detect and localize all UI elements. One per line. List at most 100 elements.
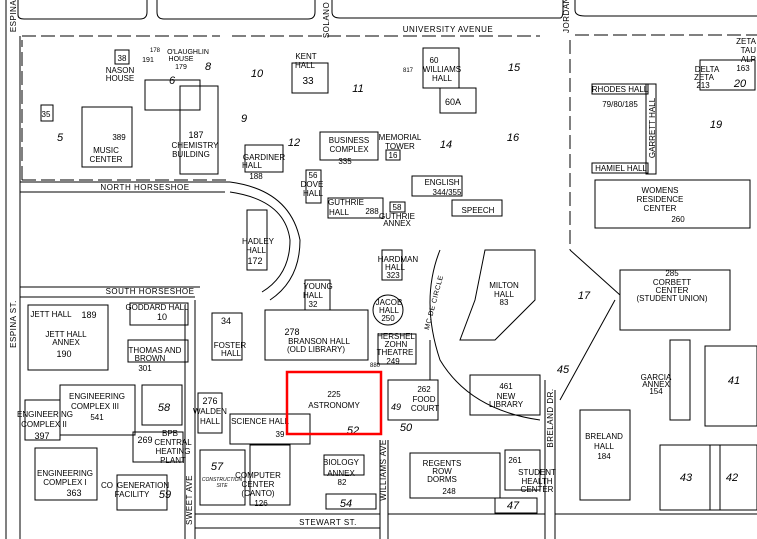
- label: HOUSE: [169, 56, 194, 63]
- label: ANNEX: [327, 469, 355, 478]
- label: ZETA: [694, 73, 715, 82]
- label: HALL: [221, 349, 242, 358]
- lot-42: 42: [726, 472, 738, 484]
- label: THOMAS AND: [129, 346, 182, 355]
- label: 301: [138, 364, 152, 373]
- label: STUDENT: [518, 468, 556, 477]
- label: BROWN: [135, 354, 166, 363]
- label: DORMS: [427, 475, 457, 484]
- label: GUTHRIE: [328, 198, 364, 207]
- label: HAMIEL HALL: [595, 164, 647, 173]
- building-outlines: [24, 47, 757, 514]
- label: 323: [386, 271, 400, 280]
- label: 34: [221, 316, 231, 326]
- label: 248: [442, 487, 456, 496]
- lot-6: 6: [169, 75, 176, 87]
- label: ENGINEERING: [69, 392, 125, 401]
- label: COMPLEX III: [71, 402, 119, 411]
- label: 276: [202, 396, 217, 406]
- label: 10: [157, 312, 167, 322]
- lot-14: 14: [440, 139, 452, 151]
- label: BUILDING: [172, 150, 210, 159]
- lot-35: 35: [42, 110, 51, 119]
- lot-41: 41: [728, 375, 740, 387]
- label: FOOD: [412, 395, 435, 404]
- label: GENERATION: [117, 481, 170, 490]
- label: 213: [696, 81, 710, 90]
- label: CONSTRUCTION: [202, 477, 243, 483]
- label: COMPUTER: [235, 471, 281, 480]
- label: BRELAND: [585, 432, 623, 441]
- label: 880: [370, 363, 381, 369]
- label: FOSTER: [214, 341, 247, 350]
- street-jordan: JORDAN: [562, 0, 571, 33]
- label: 260: [671, 215, 685, 224]
- label: GUTHRIE: [379, 212, 415, 221]
- building-labels: 38 NASON HOUSE 178 191 O'LAUGHLIN HOUSE …: [17, 37, 757, 508]
- label: 189: [81, 310, 96, 320]
- label: NASON: [106, 66, 135, 75]
- lot-9: 9: [241, 113, 247, 125]
- label: 249: [386, 357, 400, 366]
- label: GODDARD HALL: [125, 303, 189, 312]
- label: GARDINER: [243, 153, 285, 162]
- label: BRANSON HALL: [288, 337, 350, 346]
- label: 82: [338, 478, 347, 487]
- lot-8: 8: [205, 61, 212, 73]
- lot-49: 49: [391, 402, 401, 412]
- label: COMPLEX I: [43, 478, 87, 487]
- label: ANNEX: [383, 219, 411, 228]
- label: 225: [327, 390, 341, 399]
- label: BPB: [162, 429, 178, 438]
- label: JETT HALL: [30, 310, 72, 319]
- label: HALL: [200, 417, 221, 426]
- label: COMPLEX II: [21, 420, 67, 429]
- label: 58: [393, 203, 402, 212]
- label: 16: [389, 151, 398, 160]
- label: SPEECH: [462, 206, 495, 215]
- label: 33: [302, 76, 314, 87]
- roads: [5, 0, 757, 539]
- lot-50: 50: [400, 422, 413, 434]
- label: 541: [90, 413, 104, 422]
- lot-58: 58: [158, 402, 171, 414]
- label: 126: [254, 499, 268, 508]
- label: COMPLEX: [329, 145, 369, 154]
- label: CENTER: [521, 485, 554, 494]
- label-zeta-tau-3: ALP: [741, 55, 756, 64]
- label: PLANT: [160, 456, 186, 465]
- street-espina: ESPINA: [9, 0, 18, 32]
- label: RESIDENCE: [637, 195, 684, 204]
- label: 184: [597, 452, 611, 461]
- label: HALL: [303, 291, 324, 300]
- label: 335: [338, 157, 352, 166]
- label: KENT: [295, 52, 316, 61]
- label: NEW: [497, 392, 516, 401]
- label: 389: [112, 133, 126, 142]
- label: HALL: [432, 74, 453, 83]
- street-williams-ave: WILLIAMS AVE: [379, 439, 388, 500]
- label: 262: [417, 385, 431, 394]
- label: ENGINEERING: [17, 410, 73, 419]
- label: HALL: [295, 61, 316, 70]
- label: O'LAUGHLIN: [167, 49, 209, 56]
- street-university-avenue: UNIVERSITY AVENUE: [403, 25, 493, 34]
- label: ENGLISH: [424, 178, 459, 187]
- label: HARDMAN: [378, 255, 419, 264]
- label: HALL: [246, 246, 267, 255]
- label: CENTRAL: [154, 438, 192, 447]
- label: 288: [365, 207, 379, 216]
- street-sweet-ave: SWEET AVE: [185, 475, 194, 525]
- label: TOWER: [385, 142, 415, 151]
- lot-11: 11: [352, 83, 363, 95]
- label: HALL: [329, 208, 350, 217]
- label: 190: [56, 349, 71, 359]
- highlight-box: [285, 370, 383, 436]
- label: HALL: [494, 290, 515, 299]
- label: CORBETT: [653, 278, 691, 287]
- label: COURT: [411, 404, 439, 413]
- label: 60A: [445, 97, 461, 107]
- label: ANNEX: [642, 380, 670, 389]
- lot-12: 12: [288, 137, 300, 149]
- label: WALDEN: [193, 407, 227, 416]
